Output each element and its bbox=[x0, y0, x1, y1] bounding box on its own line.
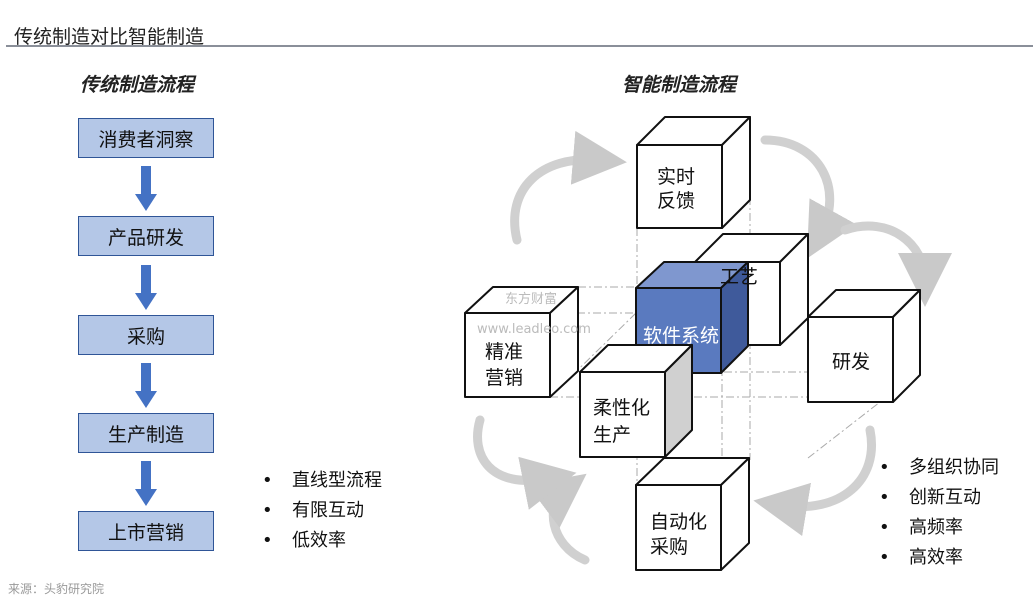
bullet: 多组织协同 bbox=[879, 453, 999, 483]
cube-label: 实时 bbox=[657, 166, 695, 188]
cube-label: 工艺 bbox=[720, 266, 758, 288]
watermark: www.leadleo.com bbox=[477, 322, 591, 337]
bullet: 低效率 bbox=[262, 526, 382, 556]
traditional-bullets: 直线型流程 有限互动 低效率 bbox=[262, 466, 382, 556]
step-consumer-insight: 消费者洞察 bbox=[78, 118, 214, 158]
step-manufacturing: 生产制造 bbox=[78, 413, 214, 453]
curved-arrow-icon bbox=[840, 221, 952, 307]
curved-arrow-icon bbox=[473, 415, 577, 510]
curved-arrow-icon bbox=[527, 473, 590, 565]
curved-arrow-icon bbox=[760, 135, 857, 259]
watermark: 东方财富 bbox=[505, 291, 557, 307]
down-arrow-icon bbox=[135, 166, 157, 211]
cube-label: 营销 bbox=[485, 367, 523, 389]
curved-arrow-icon bbox=[753, 425, 876, 537]
curved-arrow-icon bbox=[510, 130, 627, 245]
bullet: 创新互动 bbox=[879, 483, 999, 513]
cube-label: 软件系统 bbox=[643, 325, 719, 347]
bullet: 直线型流程 bbox=[262, 466, 382, 496]
step-marketing: 上市营销 bbox=[78, 511, 214, 551]
cube-feedback bbox=[636, 116, 751, 229]
step-product-rd: 产品研发 bbox=[78, 216, 214, 256]
smart-bullets: 多组织协同 创新互动 高频率 高效率 bbox=[879, 453, 999, 573]
bullet: 高频率 bbox=[879, 513, 999, 543]
title-divider bbox=[6, 45, 1033, 47]
traditional-heading: 传统制造流程 bbox=[80, 74, 195, 96]
cube-flexible bbox=[579, 344, 693, 458]
cube-procurement bbox=[635, 457, 750, 571]
down-arrow-icon bbox=[135, 363, 157, 408]
bullet: 高效率 bbox=[879, 543, 999, 573]
cube-label: 采购 bbox=[650, 536, 688, 558]
page-title: 传统制造对比智能制造 bbox=[14, 26, 205, 48]
cube-label: 精准 bbox=[485, 341, 523, 363]
down-arrow-icon bbox=[135, 265, 157, 310]
cube-label: 反馈 bbox=[657, 190, 695, 212]
smart-heading: 智能制造流程 bbox=[622, 74, 737, 96]
cube-label: 研发 bbox=[832, 351, 870, 373]
bullet: 有限互动 bbox=[262, 496, 382, 526]
down-arrow-icon bbox=[135, 461, 157, 506]
cube-label: 生产 bbox=[593, 424, 631, 446]
cube-label: 柔性化 bbox=[593, 397, 650, 419]
cycle-arrows bbox=[473, 130, 952, 565]
cube-marketing bbox=[464, 286, 579, 398]
source-note: 来源：头豹研究院 bbox=[8, 582, 105, 596]
cube-label: 自动化 bbox=[650, 511, 707, 533]
step-procurement: 采购 bbox=[78, 315, 214, 355]
cube-rd bbox=[807, 289, 921, 403]
